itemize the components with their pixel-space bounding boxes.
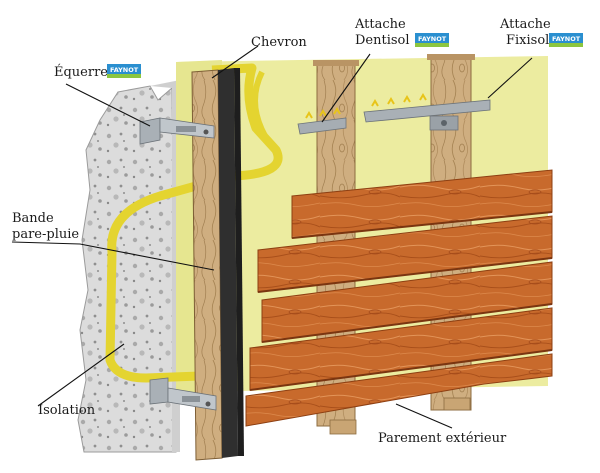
- label-bande-line1: Bande: [12, 211, 54, 226]
- bracket-top: [139, 117, 215, 145]
- leader-dentisol: [321, 53, 371, 123]
- brand-logo-text: FAYNOT: [110, 66, 139, 74]
- label-chevron: Chevron: [251, 35, 307, 50]
- label-dentisol-line2: Dentisol: [355, 33, 410, 48]
- leader-chevron: [211, 45, 259, 79]
- label-dentisol-line1: Attache: [354, 17, 406, 32]
- label-equerre: Équerre: [54, 64, 108, 80]
- rain-strip-band: [105, 63, 283, 383]
- label-isolation: Isolation: [38, 403, 96, 418]
- label-bande-line2: pare-pluie: [12, 227, 79, 242]
- concrete-wall: [77, 80, 180, 453]
- fixisol-rail: [363, 93, 491, 131]
- label-fixisol-line2: Fixisol: [506, 33, 549, 48]
- faynot-badge-dentisol: FAYNOT: [415, 33, 449, 47]
- labels: Chevron Attache Dentisol Attache Fixisol…: [12, 17, 551, 446]
- leader-equerre: [65, 83, 151, 127]
- label-fixisol-line1: Attache: [499, 17, 551, 32]
- leader-lines: [11, 45, 533, 429]
- batten-feet: [329, 397, 471, 435]
- cladding-boards: [245, 169, 553, 427]
- leader-parement: [395, 403, 453, 429]
- chevron-post: [191, 68, 244, 461]
- bracket-bottom: [149, 377, 217, 411]
- leader-bande: [11, 241, 215, 271]
- brand-logo-text: FAYNOT: [418, 35, 447, 43]
- dentisol-clip: [297, 107, 347, 135]
- label-parement: Parement extérieur: [378, 431, 507, 446]
- faynot-badge-fixisol: FAYNOT: [549, 33, 583, 47]
- faynot-badge-equerre: FAYNOT: [107, 64, 141, 78]
- leader-fixisol: [487, 57, 533, 99]
- brand-logo-text: FAYNOT: [552, 35, 581, 43]
- leader-isolation: [37, 343, 125, 407]
